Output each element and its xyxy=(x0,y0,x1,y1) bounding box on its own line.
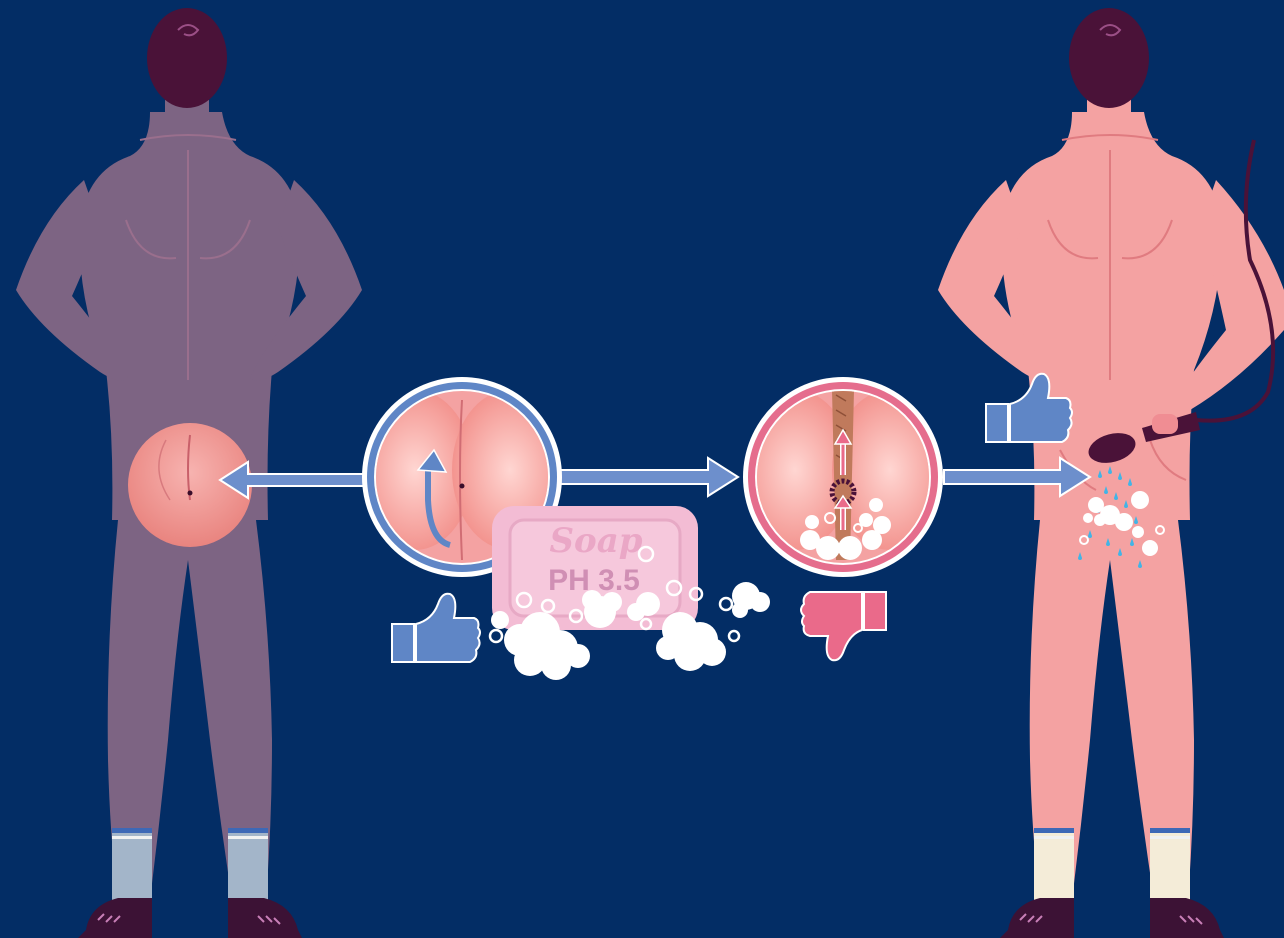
soap-brand-text: Soap xyxy=(549,521,642,561)
